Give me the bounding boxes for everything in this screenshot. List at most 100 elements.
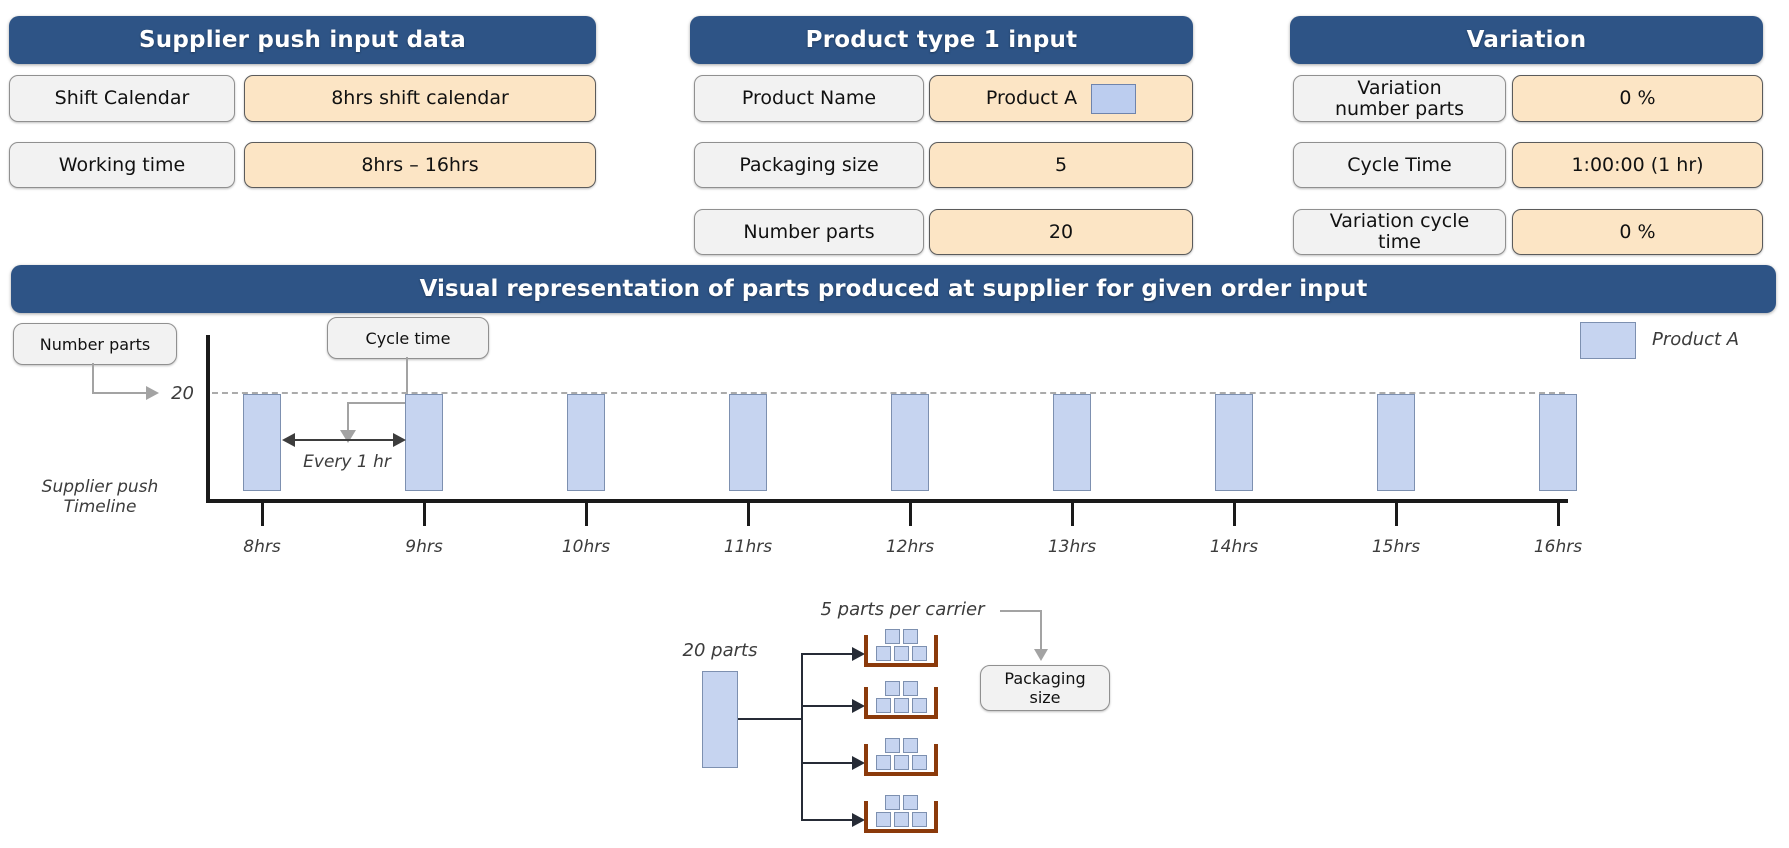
product-name-value[interactable]: Product A bbox=[929, 75, 1193, 122]
row-variation-cycle-time: Variation cycle time 0 % bbox=[1290, 209, 1763, 255]
x-axis-tick bbox=[422, 500, 426, 526]
cycle-time-value[interactable]: 1:00:00 (1 hr) bbox=[1512, 142, 1763, 188]
carrier-right-wall bbox=[934, 801, 938, 833]
carrier-left-wall bbox=[864, 801, 868, 833]
part-square bbox=[884, 795, 900, 810]
part-square bbox=[893, 812, 909, 827]
row-shift-calendar: Shift Calendar 8hrs shift calendar bbox=[9, 75, 596, 122]
x-axis-tick-label: 10hrs bbox=[561, 537, 611, 557]
part-square bbox=[911, 646, 927, 661]
carrier-bottom bbox=[864, 772, 938, 776]
number-parts-callout: Number parts bbox=[13, 323, 177, 365]
legend-swatch-product-a bbox=[1580, 322, 1636, 359]
chart-title-banner: Visual representation of parts produced … bbox=[11, 265, 1776, 313]
shift-calendar-value[interactable]: 8hrs shift calendar bbox=[244, 75, 596, 122]
x-axis-tick-label: 9hrs bbox=[405, 537, 443, 557]
per-carrier-connector-horizontal bbox=[1000, 610, 1042, 612]
part-square bbox=[911, 755, 927, 770]
row-cycle-time: Cycle Time 1:00:00 (1 hr) bbox=[1290, 142, 1763, 188]
number-parts-connector-horizontal bbox=[92, 392, 146, 394]
legend-label: Product A bbox=[1652, 329, 1740, 350]
carrier-right-wall bbox=[934, 687, 938, 719]
x-axis-tick bbox=[1232, 500, 1236, 526]
part-square bbox=[911, 812, 927, 827]
number-parts-connector-vertical bbox=[92, 363, 94, 394]
part-square bbox=[893, 698, 909, 713]
part-square bbox=[884, 681, 900, 696]
x-axis-tick-label: 8hrs bbox=[243, 537, 281, 557]
panel-title-product-type-1: Product type 1 input bbox=[690, 16, 1193, 64]
carrier bbox=[864, 627, 940, 667]
carrier-bottom bbox=[864, 663, 938, 667]
x-axis-tick-label: 14hrs bbox=[1209, 537, 1259, 557]
carrier bbox=[864, 793, 940, 833]
product-name-label: Product Name bbox=[694, 75, 924, 122]
x-axis-tick bbox=[908, 500, 912, 526]
row-variation-number-parts: Variation number parts 0 % bbox=[1290, 75, 1763, 122]
cycle-time-connector-horizontal bbox=[348, 402, 408, 404]
total-parts-label: 20 parts bbox=[682, 640, 758, 661]
x-axis bbox=[206, 499, 1568, 503]
right-arrowhead-icon bbox=[852, 813, 865, 827]
carrier-left-wall bbox=[864, 635, 868, 667]
number-parts-label: Number parts bbox=[694, 209, 924, 255]
part-square bbox=[893, 755, 909, 770]
x-axis-tick bbox=[1556, 500, 1560, 526]
right-arrowhead-icon bbox=[146, 386, 159, 400]
working-time-label: Working time bbox=[9, 142, 235, 188]
part-square bbox=[875, 646, 891, 661]
carrier-left-wall bbox=[864, 687, 868, 719]
shift-calendar-label: Shift Calendar bbox=[9, 75, 235, 122]
cycle-time-callout: Cycle time bbox=[327, 317, 489, 359]
carrier-right-wall bbox=[934, 635, 938, 667]
x-axis-tick-label: 12hrs bbox=[885, 537, 935, 557]
packaging-size-callout: Packaging size bbox=[980, 665, 1110, 711]
y-gridline-label: 20 bbox=[171, 383, 194, 404]
part-square bbox=[902, 681, 918, 696]
x-axis-tick-label: 15hrs bbox=[1371, 537, 1421, 557]
product-a-color-swatch bbox=[1091, 83, 1137, 114]
row-product-name: Product Name Product A bbox=[690, 75, 1193, 122]
down-arrowhead-icon bbox=[1034, 649, 1048, 661]
part-square bbox=[893, 646, 909, 661]
row-working-time: Working time 8hrs – 16hrs bbox=[9, 142, 596, 188]
right-arrowhead-icon bbox=[393, 433, 406, 447]
carrier-arrow-shaft bbox=[801, 762, 853, 764]
carrier-left-wall bbox=[864, 744, 868, 776]
carrier bbox=[864, 679, 940, 719]
production-bar bbox=[567, 394, 605, 491]
carrier-arrow-shaft bbox=[801, 705, 853, 707]
number-parts-value[interactable]: 20 bbox=[929, 209, 1193, 255]
x-axis-tick bbox=[1070, 500, 1074, 526]
panel-title-variation: Variation bbox=[1290, 16, 1763, 64]
right-arrowhead-icon bbox=[852, 647, 865, 661]
interval-label: Every 1 hr bbox=[303, 452, 391, 472]
packaging-size-value[interactable]: 5 bbox=[929, 142, 1193, 188]
branch-horizontal-line bbox=[738, 718, 802, 720]
carrier-arrow-shaft bbox=[801, 653, 853, 655]
production-bar bbox=[891, 394, 929, 491]
cycle-time-connector-vertical-1 bbox=[406, 357, 408, 404]
production-bar bbox=[1377, 394, 1415, 491]
part-square bbox=[902, 795, 918, 810]
part-square bbox=[911, 698, 927, 713]
per-carrier-connector-vertical bbox=[1040, 610, 1042, 650]
x-axis-tick bbox=[260, 500, 264, 526]
x-axis-title: Supplier push Timeline bbox=[41, 477, 159, 517]
part-square bbox=[884, 738, 900, 753]
row-number-parts: Number parts 20 bbox=[690, 209, 1193, 255]
right-arrowhead-icon bbox=[852, 756, 865, 770]
left-arrowhead-icon bbox=[282, 433, 295, 447]
working-time-value[interactable]: 8hrs – 16hrs bbox=[244, 142, 596, 188]
variation-cycle-time-value[interactable]: 0 % bbox=[1512, 209, 1763, 255]
panel-product-type-1: Product type 1 input Product Name Produc… bbox=[690, 16, 1193, 255]
carrier-arrow-shaft bbox=[801, 819, 853, 821]
production-bar bbox=[405, 394, 443, 491]
production-bar bbox=[1539, 394, 1577, 491]
down-arrowhead-icon bbox=[340, 430, 356, 443]
part-square bbox=[875, 812, 891, 827]
cycle-time-connector-vertical-2 bbox=[347, 402, 349, 430]
x-axis-tick bbox=[746, 500, 750, 526]
row-packaging-size: Packaging size 5 bbox=[690, 142, 1193, 188]
variation-number-parts-value[interactable]: 0 % bbox=[1512, 75, 1763, 122]
